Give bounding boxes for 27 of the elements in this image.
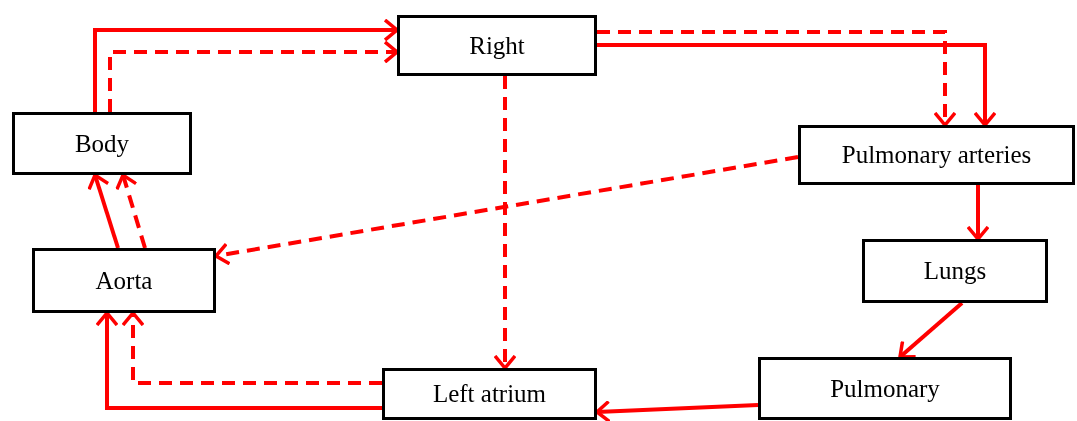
- process-box: [862, 239, 1048, 303]
- arrow: [595, 399, 759, 421]
- arrow: [898, 301, 964, 359]
- arrow: [95, 311, 382, 410]
- arrow: [93, 18, 399, 112]
- arrow: [108, 40, 399, 112]
- box-label: Lungs: [923, 257, 987, 285]
- arrow: [966, 185, 990, 241]
- box-label: Pulmonary arteries: [841, 141, 1032, 169]
- box-label: Aorta: [95, 266, 153, 295]
- box-label: Pulmonary: [830, 374, 940, 403]
- arrow: [115, 173, 147, 249]
- box-label: Right: [469, 31, 525, 60]
- box-label: Body: [74, 129, 130, 158]
- box-label: Left atrium: [432, 380, 547, 408]
- process-box: [382, 368, 597, 420]
- process-box: [12, 112, 192, 175]
- process-box: [397, 15, 597, 76]
- arrow: [214, 155, 799, 266]
- process-box: [758, 357, 1012, 420]
- arrow: [597, 43, 997, 127]
- arrow: [493, 76, 517, 370]
- process-box: [32, 248, 216, 313]
- arrow: [121, 311, 382, 385]
- arrow: [87, 173, 120, 249]
- process-box: [798, 125, 1075, 185]
- arrow: [597, 30, 957, 127]
